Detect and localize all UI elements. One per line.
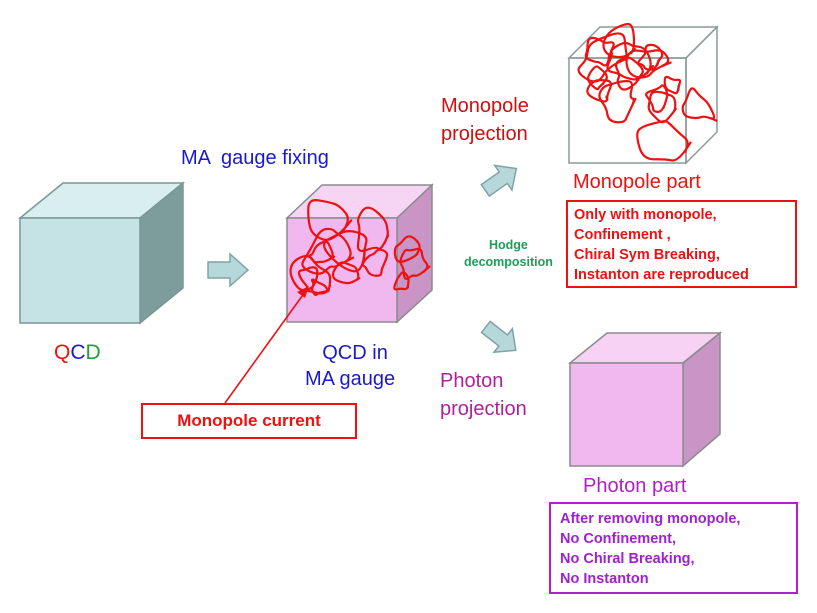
monopole-loop	[356, 206, 390, 253]
monopole-loop	[663, 75, 682, 95]
monopole-loop	[606, 41, 655, 81]
monopole-loop	[323, 230, 368, 273]
monopole-current-text: Monopole current	[177, 411, 321, 430]
qcd-cube	[17, 181, 186, 325]
photon-desc-line-4: No Instanton	[560, 571, 649, 587]
monopole-loop	[331, 261, 361, 285]
monopole-loop	[301, 227, 355, 275]
photon-projection-arrow	[480, 320, 517, 354]
photon-part-cube	[567, 331, 723, 468]
monopole-loop	[602, 22, 636, 59]
monopole-desc-line-3: Chiral Sym Breaking,	[574, 247, 720, 263]
monopole-loop	[598, 79, 637, 124]
qcd-in-ma-gauge-label: QCD in MA gauge	[305, 340, 395, 392]
monopole-current-arrowhead	[297, 286, 309, 298]
ma-gauge-cube	[285, 183, 434, 324]
monopole-current-pointer	[224, 291, 306, 404]
hodge-line-2: decomposition	[464, 255, 553, 269]
monopole-loop	[361, 248, 389, 277]
monopole-desc-line-1: Only with monopole,	[574, 207, 717, 223]
monopole-projection-arrow	[480, 164, 518, 198]
photon-projection-label: Photon projection	[440, 367, 527, 423]
monopole-part-description-box: Only with monopole, Confinement , Chiral…	[566, 200, 797, 288]
monopole-loop	[625, 49, 672, 79]
photon-part-description-box: After removing monopole, No Confinement,…	[549, 502, 798, 594]
monopole-loop	[308, 240, 336, 264]
monopole-loop	[577, 32, 629, 83]
monopole-loop	[636, 119, 692, 162]
photon-projection-line-2: projection	[440, 398, 527, 420]
photon-desc-line-1: After removing monopole,	[560, 511, 741, 527]
monopole-desc-line-4: Instanton are reproduced	[574, 267, 749, 283]
monopole-loop	[399, 247, 431, 280]
photon-desc-line-2: No Confinement,	[560, 531, 676, 547]
monopole-part-label: Monopole part	[573, 171, 701, 193]
monopole-desc-line-2: Confinement ,	[574, 227, 671, 243]
monopole-projection-line-2: projection	[441, 123, 528, 145]
monopole-loop	[307, 199, 353, 241]
monopole-loop	[645, 84, 669, 113]
monopole-loop	[681, 87, 718, 122]
gauge-fixing-arrow	[207, 252, 250, 288]
monopole-projection-label: Monopole projection	[441, 92, 529, 148]
qcd-in-ma-gauge-line-2: MA gauge	[305, 368, 396, 390]
photon-desc-line-3: No Chiral Breaking,	[560, 551, 695, 567]
qcd-letter-c: C	[70, 341, 86, 364]
monopole-part-cube	[567, 22, 719, 165]
monopole-loop	[584, 36, 615, 67]
monopole-loops-part	[577, 22, 718, 162]
photon-part-label: Photon part	[583, 475, 687, 497]
qcd-in-ma-gauge-line-1: QCD in	[322, 342, 388, 364]
qcd-label: QCD	[54, 341, 101, 365]
monopole-loop	[393, 271, 410, 291]
hodge-decomposition-label: Hodge decomposition	[464, 237, 553, 271]
photon-projection-line-1: Photon	[440, 370, 504, 392]
monopole-loop	[289, 254, 332, 295]
monopole-loops-ma-cube	[289, 199, 431, 297]
monopole-current-box: Monopole current	[141, 403, 357, 439]
monopole-loop	[393, 235, 421, 263]
ma-gauge-fixing-label: MA gauge fixing	[181, 147, 329, 169]
qcd-letter-q: Q	[54, 341, 71, 364]
monopole-loop	[586, 65, 608, 91]
monopole-loop	[637, 43, 664, 71]
qcd-letter-d: D	[85, 341, 101, 364]
hodge-line-1: Hodge	[489, 238, 528, 252]
monopole-projection-line-1: Monopole	[441, 95, 529, 117]
